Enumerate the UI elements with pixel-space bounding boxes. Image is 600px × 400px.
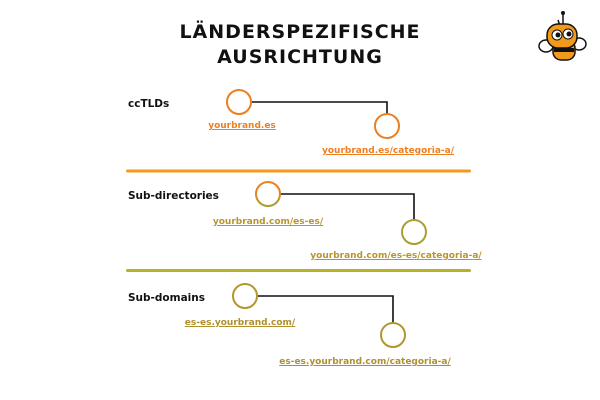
node-subdomain-child [380, 322, 406, 348]
node-cctld-child [374, 113, 400, 139]
url-subdir-child[interactable]: yourbrand.com/es-es/categoria-a/ [310, 251, 482, 261]
node-subdir-child [401, 219, 427, 245]
node-cctld-root [226, 89, 252, 115]
connector-line-cctld [251, 101, 388, 114]
row-label-subdomains: Sub-domains [128, 292, 205, 304]
url-cctld-child[interactable]: yourbrand.es/categoria-a/ [322, 146, 454, 156]
connector-line-subdomain [257, 295, 394, 323]
url-cctld-root[interactable]: yourbrand.es [208, 121, 276, 131]
connector-line-subdir [280, 193, 415, 220]
title-line-1: LÄNDERSPEZIFISCHE [179, 21, 421, 43]
bee-mascot-icon [538, 11, 587, 61]
row-label-subdirectories: Sub-directories [128, 190, 219, 202]
node-subdir-root [255, 181, 281, 207]
divider-orange [126, 169, 471, 173]
url-subdomain-root[interactable]: es-es.yourbrand.com/ [184, 318, 296, 328]
node-subdomain-root [232, 283, 258, 309]
divider-olive [126, 269, 471, 272]
url-subdir-root[interactable]: yourbrand.com/es-es/ [212, 217, 324, 227]
row-label-cctlds: ccTLDs [128, 98, 170, 110]
url-subdomain-child[interactable]: es-es.yourbrand.com/categoria-a/ [279, 357, 451, 367]
title-line-2: AUSRICHTUNG [217, 46, 383, 68]
